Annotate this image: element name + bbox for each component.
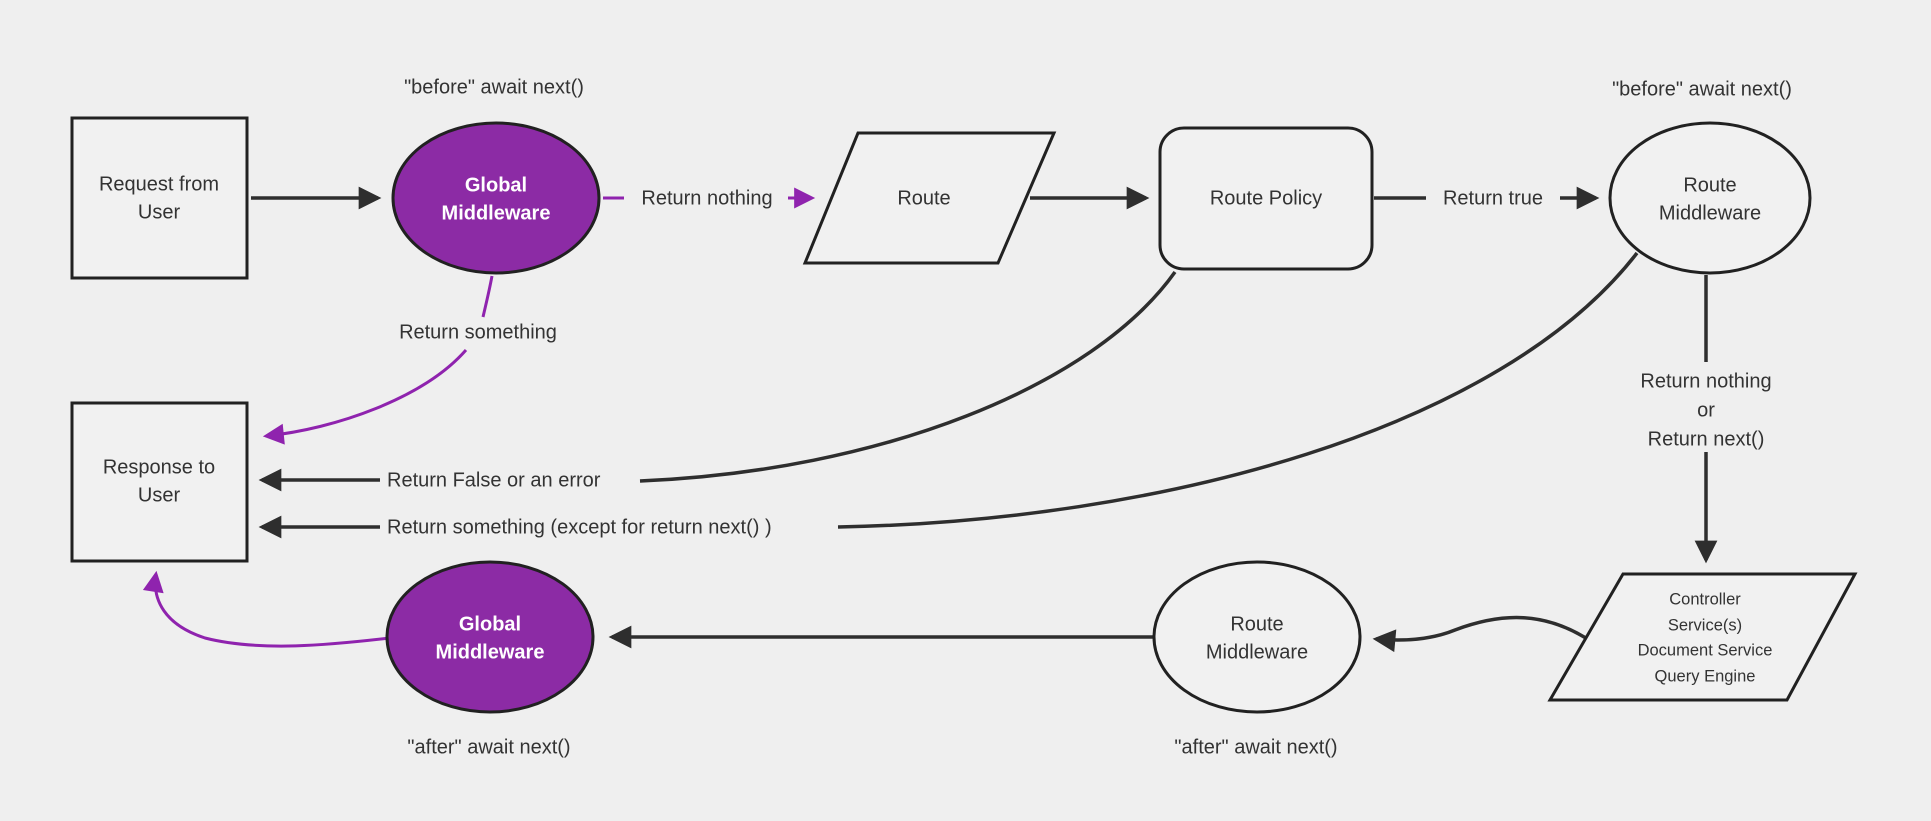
edge-return-something-top-upper-segment bbox=[481, 275, 494, 318]
request-box-label-line2: User bbox=[138, 201, 181, 223]
node-controller-services: Controller Service(s) Document Service Q… bbox=[1547, 572, 1858, 702]
controller-label-line2: Service(s) bbox=[1668, 616, 1742, 634]
global-middleware-bottom-shape bbox=[385, 560, 595, 714]
edge-global-middleware-bottom-to-response bbox=[142, 570, 391, 648]
node-route: Route bbox=[802, 131, 1057, 265]
node-route-policy: Route Policy bbox=[1158, 126, 1374, 271]
edge-controller-to-route-middleware-bottom bbox=[1372, 615, 1590, 653]
route-middleware-bottom-shape bbox=[1152, 560, 1362, 714]
route-parallelogram-shape bbox=[802, 131, 1057, 265]
edge-return-false-curve-from-route-policy bbox=[639, 270, 1177, 483]
controller-label-line3: Document Service bbox=[1638, 641, 1773, 659]
edge-return-something-except-curve-from-route-middleware bbox=[837, 251, 1639, 529]
node-request-from-user: Request from User bbox=[70, 116, 249, 280]
global-middleware-bottom-label-line1: Global bbox=[459, 613, 521, 635]
request-box-label-line1: Request from bbox=[99, 173, 219, 195]
label-after-await-next-route: "after" await next() bbox=[1174, 736, 1337, 758]
request-box-shape bbox=[70, 116, 249, 280]
label-before-await-next-route: "before" await next() bbox=[1612, 78, 1792, 100]
node-global-middleware-bottom: Global Middleware bbox=[385, 560, 595, 714]
response-box-shape bbox=[70, 401, 249, 563]
node-response-to-user: Response to User bbox=[70, 401, 249, 563]
route-middleware-bottom-label-line2: Middleware bbox=[1206, 641, 1308, 663]
label-before-await-next-global: "before" await next() bbox=[404, 76, 584, 98]
route-middleware-top-label-line1: Route bbox=[1683, 174, 1736, 196]
response-box-label-line1: Response to bbox=[103, 456, 215, 478]
label-return-nothing-or-next: Return nothing or Return next() bbox=[1640, 370, 1771, 450]
controller-label-line4: Query Engine bbox=[1655, 667, 1756, 685]
global-middleware-bottom-label-line2: Middleware bbox=[436, 641, 545, 663]
node-global-middleware-top: Global Middleware bbox=[391, 121, 601, 275]
route-policy-shape bbox=[1158, 126, 1374, 271]
route-label: Route bbox=[897, 187, 950, 209]
label-return-something-top: Return something bbox=[399, 321, 557, 343]
controller-label-line1: Controller bbox=[1669, 590, 1741, 608]
label-return-false-or-error: Return False or an error bbox=[387, 469, 601, 491]
global-middleware-top-label-line2: Middleware bbox=[442, 202, 551, 224]
edge-return-something-top-to-response bbox=[262, 349, 468, 445]
label-return-nothing-or-next-line2: or bbox=[1697, 399, 1715, 421]
route-middleware-top-shape bbox=[1608, 121, 1812, 275]
node-route-middleware-bottom: Route Middleware bbox=[1152, 560, 1362, 714]
route-middleware-top-label-line2: Middleware bbox=[1659, 202, 1761, 224]
global-middleware-top-label-line1: Global bbox=[465, 174, 527, 196]
label-return-true: Return true bbox=[1443, 187, 1543, 209]
label-return-something-except: Return something (except for return next… bbox=[387, 516, 772, 538]
label-return-nothing-or-next-line3: Return next() bbox=[1648, 428, 1765, 450]
controller-parallelogram-shape bbox=[1547, 572, 1858, 702]
label-return-nothing-or-next-line1: Return nothing bbox=[1640, 370, 1771, 392]
label-return-nothing-top: Return nothing bbox=[641, 187, 772, 209]
node-route-middleware-top: Route Middleware bbox=[1608, 121, 1812, 275]
response-box-label-line2: User bbox=[138, 484, 181, 506]
label-after-await-next-global: "after" await next() bbox=[407, 736, 570, 758]
route-middleware-bottom-label-line1: Route bbox=[1230, 613, 1283, 635]
route-policy-label: Route Policy bbox=[1210, 187, 1322, 209]
global-middleware-top-shape bbox=[391, 121, 601, 275]
